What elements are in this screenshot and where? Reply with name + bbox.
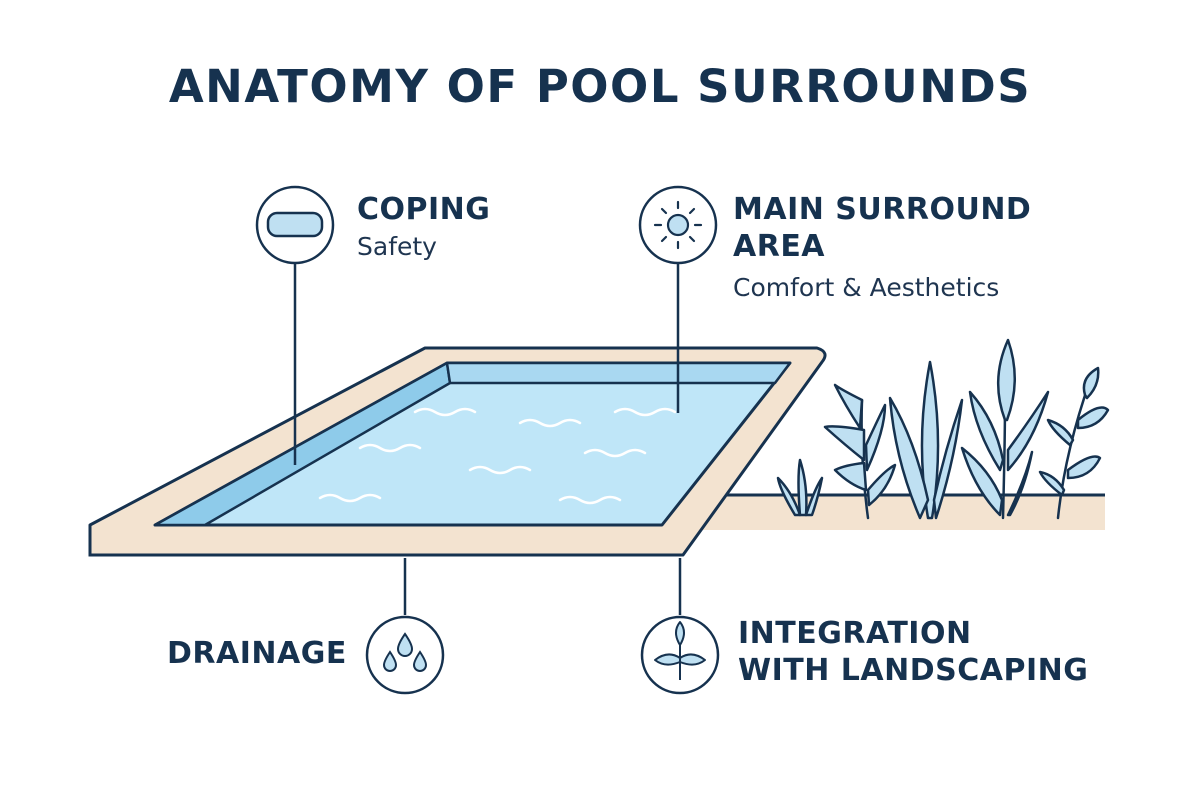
main-surround-sublabel: Comfort & Aesthetics: [733, 273, 1000, 302]
ripple: [318, 493, 382, 503]
main-surround-label-line2: AREA: [733, 229, 826, 264]
pool-inner-wall-back: [445, 361, 792, 385]
ripple: [413, 407, 477, 417]
grass-tuft: [776, 458, 824, 517]
ripple: [358, 443, 422, 453]
plant-leafy-small: [823, 383, 897, 520]
sprout-icon: [640, 615, 720, 695]
integration-label-line2: WITH LANDSCAPING: [738, 653, 1089, 688]
plant-tall-blades: [888, 360, 964, 520]
water-drops-icon: [365, 615, 445, 695]
coping-label: COPING: [357, 192, 491, 227]
ripple: [518, 418, 582, 428]
integration-label-line1: INTEGRATION: [738, 616, 972, 651]
drainage-label: DRAINAGE: [167, 636, 347, 671]
coping-sublabel: Safety: [357, 232, 437, 261]
sun-icon: [638, 185, 718, 265]
ripple: [468, 465, 532, 475]
coping-icon: [255, 185, 335, 265]
plants: [776, 338, 1110, 520]
plant-sprig: [1038, 366, 1110, 520]
page-title: ANATOMY OF POOL SURROUNDS: [168, 60, 1032, 113]
water-ripples: [318, 407, 677, 505]
ripple: [613, 407, 677, 417]
landscape-strip: [680, 495, 1105, 530]
ripple: [558, 495, 622, 505]
deck-front-edge: [88, 525, 683, 557]
main-surround-label-line1: MAIN SURROUND: [733, 192, 1032, 227]
ripple: [583, 448, 647, 458]
plant-large-leaves: [960, 338, 1050, 520]
leader-lines: [293, 262, 682, 615]
